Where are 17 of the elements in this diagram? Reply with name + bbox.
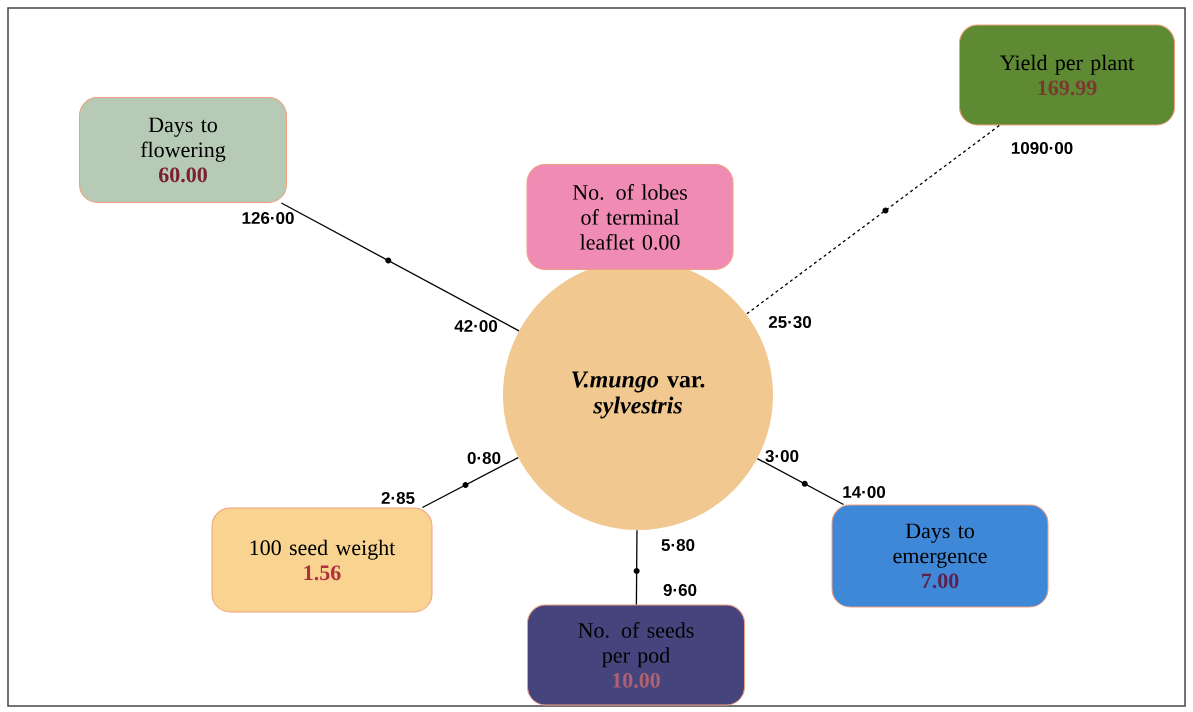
value-label: 42·00 bbox=[454, 320, 498, 333]
value-label: 126·00 bbox=[242, 212, 294, 225]
value-label: 2·85 bbox=[381, 492, 415, 505]
trait-box: No. of lobes of terminal leaflet 0.00 bbox=[526, 164, 734, 270]
connector-line bbox=[756, 457, 845, 506]
trait-box: 100 seed weight 1.56 bbox=[211, 507, 433, 613]
value-label: 1090·00 bbox=[1011, 142, 1073, 155]
trait-box: Yield per plant 169.99 bbox=[959, 24, 1175, 126]
value-label: 0·80 bbox=[467, 452, 501, 465]
trait-box: No. of seeds per pod 10.00 bbox=[527, 604, 745, 706]
connector-line bbox=[745, 124, 1000, 315]
connector-line bbox=[421, 456, 519, 509]
trait-box: Days to emergence 7.00 bbox=[831, 504, 1049, 608]
value-label: 14·00 bbox=[843, 486, 886, 499]
connector-line bbox=[633, 529, 640, 606]
trait-box: Days to flowering 60.00 bbox=[79, 97, 287, 203]
connector-line bbox=[280, 202, 520, 332]
